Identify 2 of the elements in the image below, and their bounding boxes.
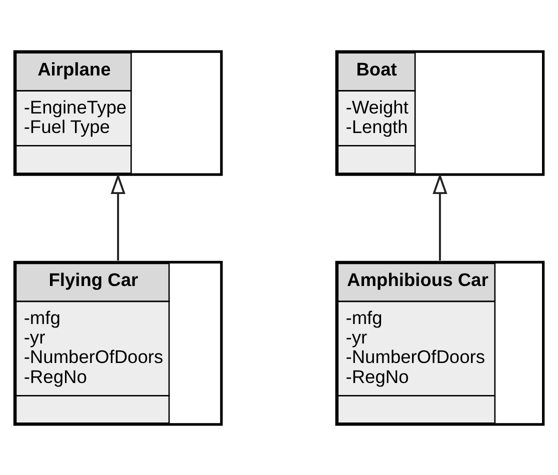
arrow [432, 172, 448, 260]
arrow [110, 172, 126, 260]
